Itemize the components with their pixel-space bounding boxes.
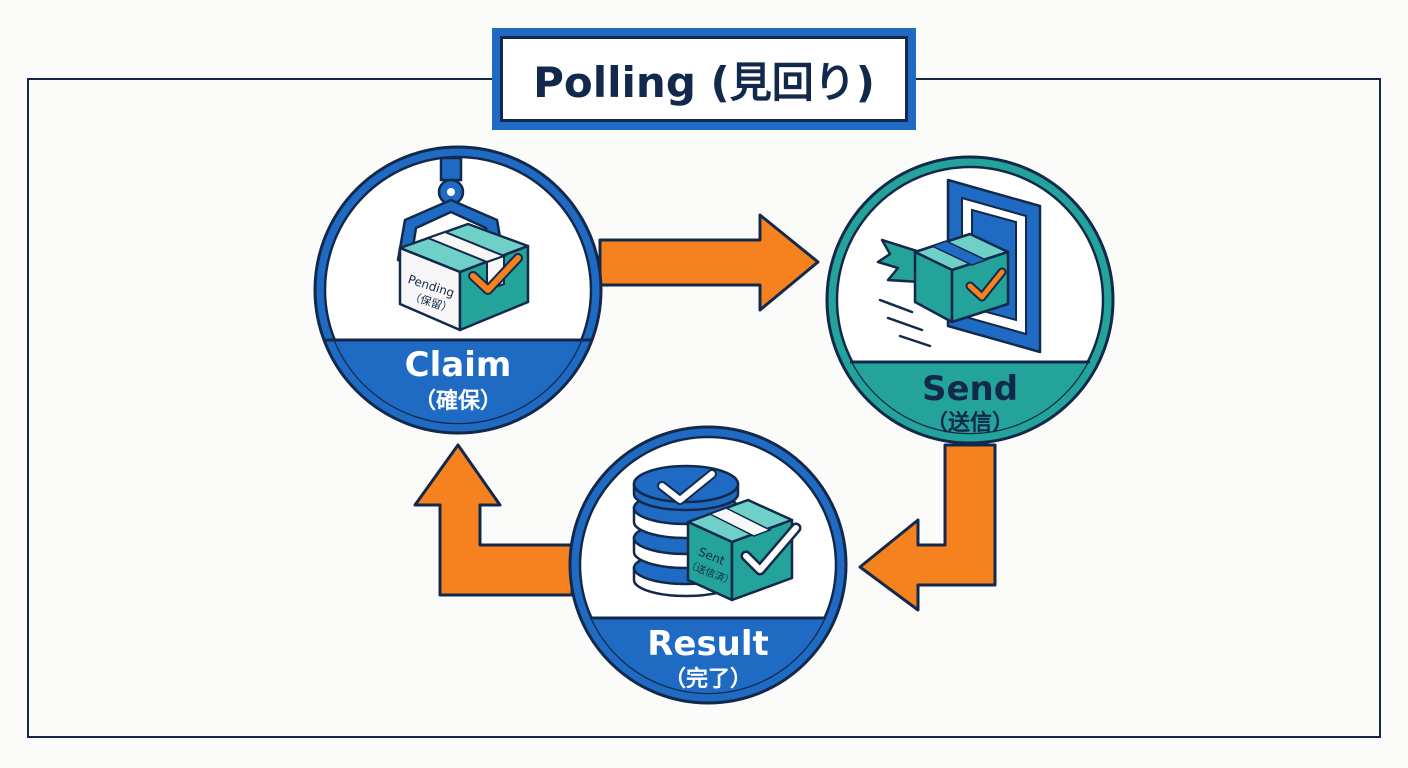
step-send: Send （送信） [825, 155, 1115, 445]
title-box: Polling (見回り) [492, 28, 916, 130]
step-send-label: Send [922, 369, 1018, 409]
step-result-label: Result [647, 624, 769, 664]
step-claim-sublabel: （確保） [414, 388, 502, 414]
step-send-sublabel: （送信） [926, 410, 1014, 436]
step-result-sublabel: （完了） [664, 666, 752, 692]
arrow-claim-to-send [598, 213, 820, 312]
flying-package-door-icon [876, 178, 1042, 354]
arrow-send-to-result [858, 443, 997, 612]
arrow-result-to-claim [413, 443, 574, 597]
step-claim-label: Claim [405, 345, 512, 385]
diagram-title: Polling (見回り) [533, 57, 875, 107]
package-claw-icon: Pending （保留） [396, 156, 530, 332]
database-sent-package-icon: Sent （送信済） [632, 464, 802, 602]
step-claim: Pending （保留） Claim （確保） [313, 145, 603, 435]
step-result: Sent （送信済） Result （完了） [568, 425, 848, 705]
